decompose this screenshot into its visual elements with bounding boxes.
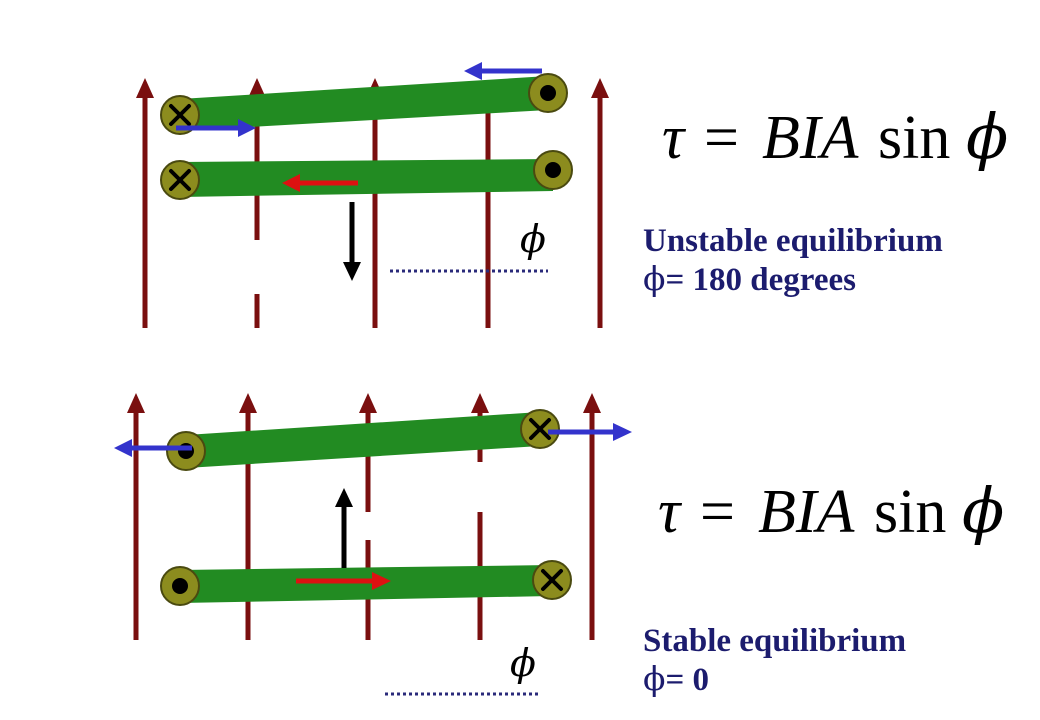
phi-symbol: ϕ	[643, 659, 666, 698]
top-current-arrow	[282, 174, 358, 192]
cross-symbol	[529, 418, 551, 440]
bottom-force-arrow-right	[548, 423, 632, 441]
formula-sin: sin	[878, 104, 950, 172]
formula-equals: =	[700, 478, 735, 546]
bottom-angle-value-line: ϕ= 0	[643, 660, 906, 699]
dot-symbol	[545, 162, 561, 178]
top-state-label: Unstable equilibrium ϕ= 180 degrees	[643, 222, 943, 299]
angle-value: = 0	[665, 662, 710, 698]
bottom-angle-label: ϕ	[510, 641, 536, 685]
field-line	[136, 78, 154, 328]
formula-tau: τ	[662, 104, 687, 172]
formula-bia: BIA	[758, 478, 856, 546]
top-torque-formula: τ = BIA sin ϕ	[662, 100, 1008, 173]
stable-equilibrium-label: Stable equilibrium	[643, 623, 907, 659]
dot-symbol	[178, 443, 194, 459]
cross-symbol	[169, 104, 191, 126]
top-coil-end-cross-upper	[160, 95, 200, 135]
top-angle-value-line: ϕ= 180 degrees	[643, 260, 943, 299]
bottom-coil-lower-bar	[180, 565, 552, 603]
bottom-torque-formula: τ = BIA sin ϕ	[658, 474, 1004, 547]
bottom-coil-end-dot-lower	[160, 566, 200, 606]
dot-symbol	[172, 578, 188, 594]
formula-phi: ϕ	[962, 474, 1004, 547]
formula-equals: =	[704, 104, 739, 172]
bottom-torque-arrow-up	[335, 488, 353, 568]
formula-sin: sin	[874, 478, 946, 546]
top-force-arrow-left-upper	[464, 62, 542, 80]
formula-phi: ϕ	[966, 100, 1008, 173]
field-line	[127, 393, 145, 640]
formula-tau: τ	[658, 478, 683, 546]
bottom-panel: ϕ	[114, 393, 632, 696]
field-line	[583, 393, 601, 640]
top-angle-label: ϕ	[520, 217, 546, 261]
bottom-state-label: Stable equilibrium ϕ= 0	[643, 622, 906, 699]
bottom-current-arrow	[296, 572, 391, 590]
top-force-arrow-right-upper	[176, 119, 256, 137]
phi-symbol: ϕ	[643, 259, 666, 298]
formula-bia: BIA	[762, 104, 860, 172]
top-panel: ϕ	[136, 62, 609, 328]
bottom-force-arrow-left	[114, 439, 192, 457]
top-coil-end-dot-upper	[528, 73, 568, 113]
bottom-coil-end-cross-upper	[520, 409, 560, 449]
top-coil-lower-bar	[180, 159, 553, 197]
top-coil-end-dot-lower	[533, 150, 573, 190]
angle-value: = 180 degrees	[665, 262, 857, 298]
top-torque-arrow-down	[343, 202, 361, 281]
bottom-coil-upper-bar	[186, 412, 540, 468]
field-line	[591, 78, 609, 328]
bottom-coil-end-dot-upper	[166, 431, 206, 471]
top-coil-end-cross-lower	[160, 160, 200, 200]
cross-symbol	[541, 569, 563, 591]
dot-symbol	[540, 85, 556, 101]
unstable-equilibrium-label: Unstable equilibrium	[643, 223, 943, 259]
bottom-coil-end-cross-lower	[532, 560, 572, 600]
cross-symbol	[169, 169, 191, 191]
field-line	[239, 393, 257, 640]
top-coil-upper-bar	[180, 76, 548, 131]
